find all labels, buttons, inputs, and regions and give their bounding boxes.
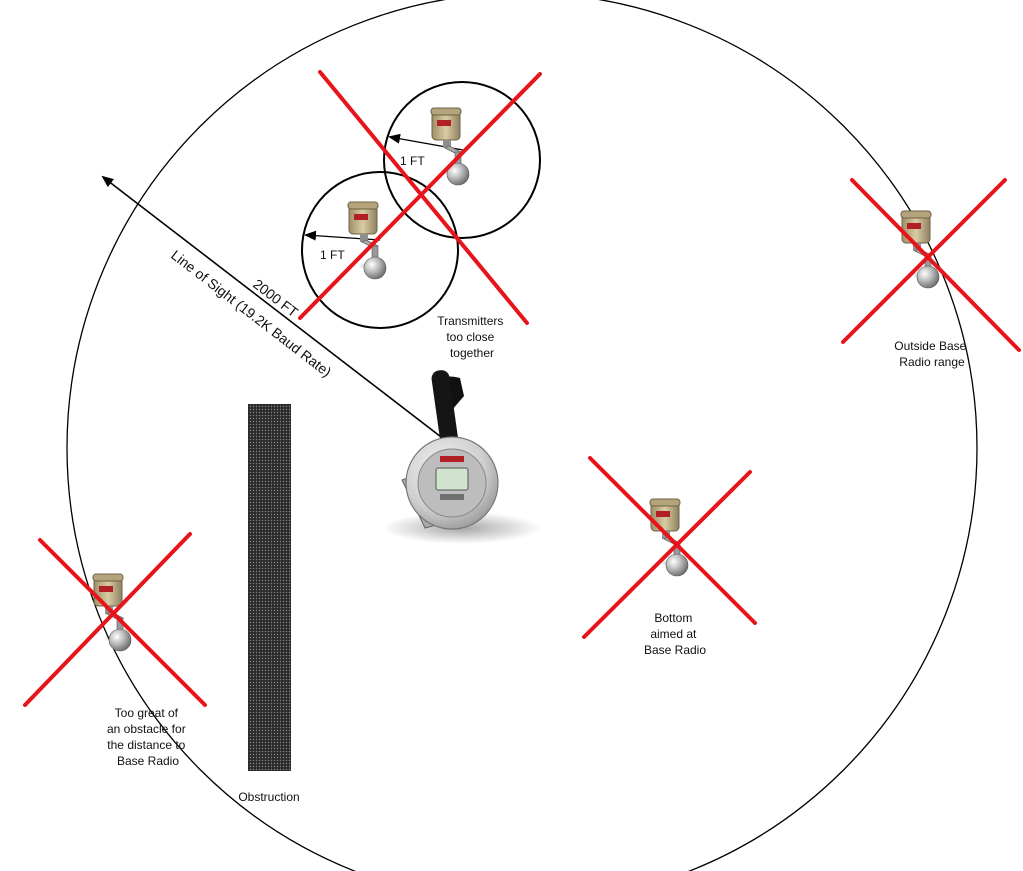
- spacing-label-upper: 1 FT: [400, 154, 425, 168]
- transmitter-icon: [348, 202, 386, 279]
- obstruction-label: Obstruction: [238, 790, 299, 804]
- caption-obstacle: Too great of an obstacle for the distanc…: [107, 706, 189, 768]
- caption-outside-range: Outside Base Radio range: [894, 339, 969, 369]
- range-circle: [67, 0, 977, 871]
- line-of-sight-arrow: [103, 177, 445, 440]
- transmitter-icon: [431, 108, 469, 185]
- caption-bottom-aimed: Bottom aimed at Base Radio: [644, 611, 706, 657]
- x-mark-obstacle: [25, 534, 205, 705]
- spacing-label-lower: 1 FT: [320, 248, 345, 262]
- spacing-arrow-lower: [306, 235, 380, 240]
- base-radio-icon: [382, 369, 542, 544]
- x-mark-too-close: [300, 72, 540, 323]
- line-of-sight-rate-label: Line of Sight (19.2K Baud Rate): [168, 247, 334, 380]
- obstruction-wall: [248, 404, 291, 771]
- caption-too-close: Transmitters too close together: [437, 314, 507, 360]
